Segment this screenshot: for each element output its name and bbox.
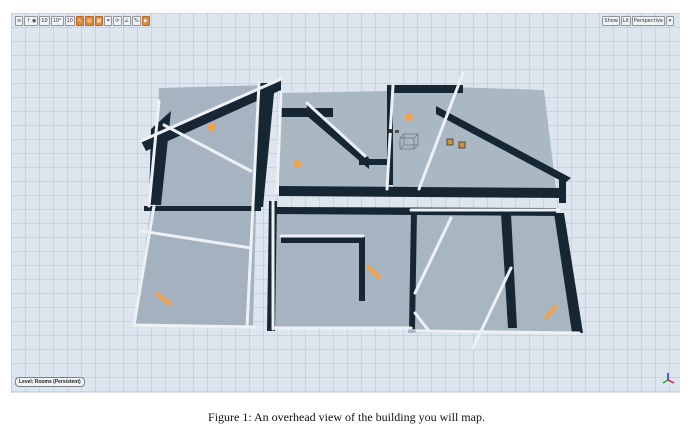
marker-bottom-left [155, 291, 173, 307]
marker-top-right [405, 113, 413, 121]
chairs [446, 138, 466, 149]
scale-snap-toggle[interactable]: ◎ [85, 16, 94, 26]
camera-icon[interactable] [388, 129, 399, 133]
maximize-icon[interactable]: ▾ [666, 16, 674, 26]
surface-snap-button[interactable]: ⟳ [113, 16, 122, 26]
snap-value[interactable]: 10 [39, 16, 50, 26]
room-floor-top-mid [279, 91, 389, 189]
transform-buttons[interactable]: ↑ ◉ [24, 16, 39, 26]
figure-caption: Figure 1: An overhead view of the buildi… [208, 410, 485, 424]
room-floor-top-right [393, 85, 556, 191]
angle-value[interactable]: 10 [64, 16, 75, 26]
viewport-menu-button[interactable]: ≡ [15, 16, 24, 26]
lit-button[interactable]: Lit [620, 16, 632, 26]
wall-tops [132, 71, 581, 350]
marker-left-room [208, 123, 216, 131]
perspective-label: Perspective [634, 18, 663, 24]
grid-snap-button[interactable]: ⌗ [104, 16, 113, 26]
camera-speed-button[interactable]: ▦ [94, 16, 104, 26]
marker-bottom-right [543, 303, 559, 321]
show-button[interactable]: Show [602, 16, 620, 26]
room-floor-bottom-mid [273, 210, 408, 329]
room-floor-bottom-right [408, 210, 577, 333]
perspective-button[interactable]: Perspective [632, 16, 665, 26]
room-floor-bottom-left [134, 208, 256, 327]
marker-bottom-mid [366, 264, 382, 280]
lit-label: Lit [622, 18, 630, 24]
rotate-snap[interactable]: 10° [50, 16, 64, 26]
marker-mid-room [294, 160, 302, 168]
building-scene[interactable] [11, 13, 680, 393]
axis-gizmo-icon [662, 373, 675, 384]
scale-snap-button[interactable]: ↖ [75, 16, 85, 26]
level-label: Level: Rooms (Persistent) [15, 377, 85, 387]
toolbar-right: Show Lit Perspective ▾ [602, 16, 674, 26]
scale-snap-value[interactable]: % [131, 16, 141, 26]
show-label: Show [604, 18, 618, 24]
room-floor-left [154, 85, 269, 208]
angle-snap-button[interactable]: ∠ [122, 16, 131, 26]
camera-button[interactable]: ▶ [141, 16, 150, 26]
wireframe-box-icon[interactable] [399, 133, 419, 150]
markers [155, 113, 559, 321]
